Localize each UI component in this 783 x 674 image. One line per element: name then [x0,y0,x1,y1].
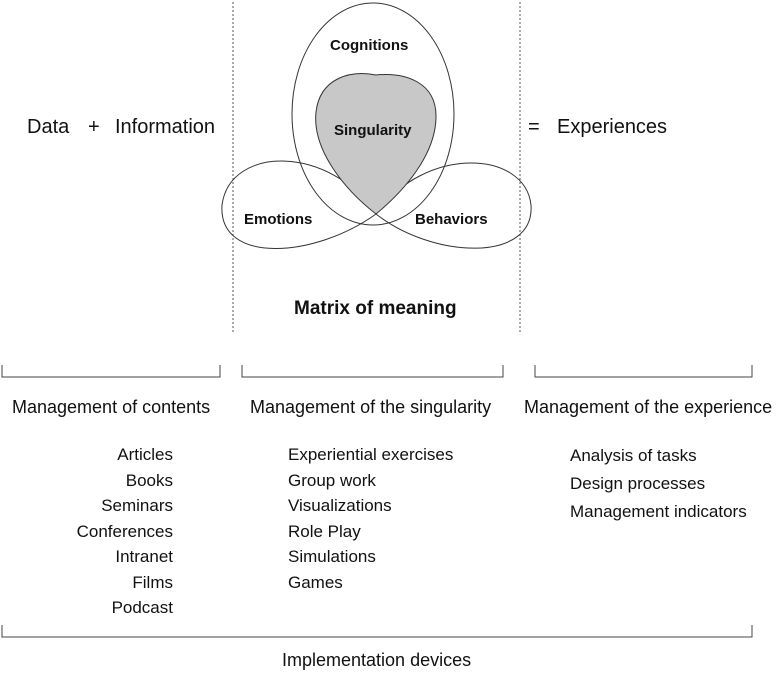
contents-list: Articles Books Seminars Conferences Intr… [77,442,173,621]
implementation-label: Implementation devices [282,650,472,670]
term-information: Information [115,116,216,138]
column-title-singularity: Management of the singularity [250,397,492,417]
list-item: Simulations [288,547,376,566]
list-item: Analysis of tasks [570,446,697,465]
bracket-experience [534,365,753,378]
label-singularity: Singularity [334,122,412,139]
label-emotions: Emotions [244,211,313,228]
list-item: Books [125,470,173,490]
list-item: Games [288,572,343,592]
list-item: Management indicators [570,502,747,521]
list-item: Intranet [115,547,173,566]
term-experiences: Experiences [557,116,668,138]
column-title-experience: Management of the experience [524,397,773,417]
list-item: Podcast [111,598,173,617]
label-behaviors: Behaviors [415,211,488,228]
plus-sign: + [88,116,100,138]
emotions-ellipse [221,160,377,249]
list-item: Design processes [570,474,706,493]
list-item: Visualizations [288,496,392,515]
equals-sign: = [528,116,540,138]
list-item: Articles [117,445,173,464]
cognitions-ellipse [291,2,455,226]
list-item: Experiential exercises [288,445,454,464]
matrix-caption: Matrix of meaning [294,298,457,319]
column-title-contents: Management of contents [12,397,211,417]
list-item: Role Play [288,521,361,541]
list-item: Group work [288,470,376,490]
behaviors-ellipse [375,162,532,249]
singularity-region [315,73,437,215]
bracket-contents [1,365,221,378]
label-cognitions: Cognitions [330,37,409,54]
term-data: Data [27,116,70,138]
list-item: Films [132,572,173,592]
bracket-implementation [1,625,753,638]
list-item: Conferences [76,521,173,541]
list-item: Seminars [101,496,173,515]
singularity-list: Experiential exercises Group work Visual… [288,442,453,595]
experience-list: Analysis of tasks Design processes Manag… [570,442,747,526]
bracket-singularity [241,365,504,378]
